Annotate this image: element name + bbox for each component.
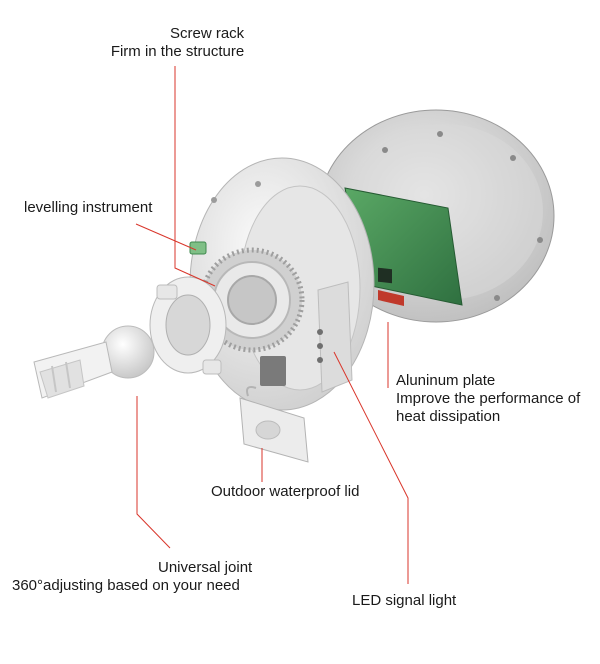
leader-led-signal (333, 351, 409, 584)
label-screw-rack: Screw rack Firm in the structure (111, 25, 245, 61)
leader-levelling (135, 223, 197, 251)
label-waterproof-lid: Outdoor waterproof lid (211, 483, 359, 501)
main-housing (189, 157, 375, 411)
universal-joint (33, 325, 155, 399)
led-title: LED signal light (352, 592, 457, 609)
universal-title: Universal joint (158, 559, 253, 576)
label-led-signal-light: LED signal light (352, 592, 456, 610)
leader-lines (135, 66, 409, 584)
aluminum-desc-1: Improve the performance of (396, 390, 581, 407)
levelling-title: levelling instrument (24, 199, 153, 216)
leader-screw-rack (174, 66, 216, 287)
aluminum-desc-2: heat dissipation (396, 408, 501, 425)
label-universal-joint: Universal joint 360°adjusting based on y… (12, 559, 252, 595)
label-aluminum-plate: Aluninum plate Improve the performance o… (396, 372, 580, 426)
universal-desc: 360°adjusting based on your need (12, 577, 240, 594)
waterproof-lid (239, 386, 309, 463)
label-levelling-instrument: levelling instrument (24, 199, 152, 217)
aluminum-title: Aluninum plate (396, 372, 496, 389)
leader-universal-joint (136, 396, 171, 549)
waterproof-title: Outdoor waterproof lid (211, 483, 360, 500)
mount-collar (149, 276, 227, 375)
screw-rack-desc: Firm in the structure (110, 43, 245, 60)
screw-rack-title: Screw rack (170, 25, 245, 42)
